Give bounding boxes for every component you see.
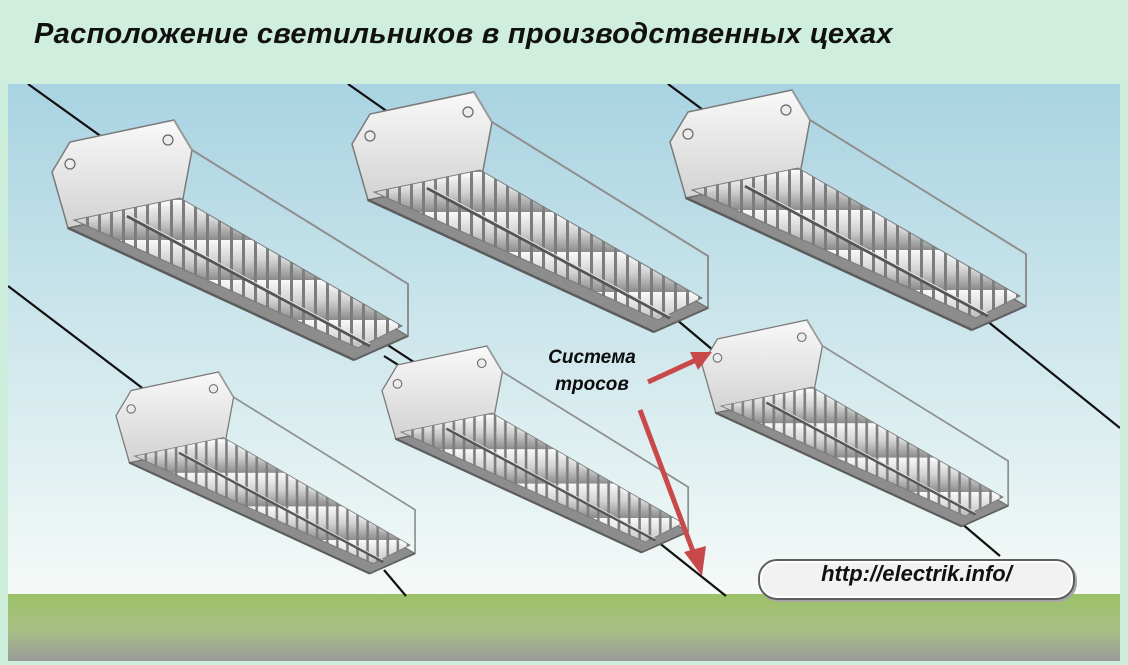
cable-4b [383,569,407,597]
title-bar: Расположение светильников в производстве… [0,0,1128,84]
label-line-1: Система [548,347,636,368]
arrow-to-upper-cable [646,357,698,385]
arrow-head-upper [690,352,712,370]
cable-4a [8,285,159,401]
site-url-badge[interactable]: http://electrik.info/ [758,559,1075,600]
arrow-head-lower [684,546,706,576]
cable-system [8,84,1120,597]
arrow-to-lower-cable [637,409,697,555]
diagram-title: Расположение светильников в производстве… [34,18,893,50]
floor [8,594,1120,661]
cable-3b [965,303,1120,429]
site-url-text: http://electrik.info/ [821,561,1012,586]
label-line-2: тросов [555,374,629,395]
workshop-illustration [8,84,1120,661]
annotation-arrows [637,352,712,576]
cable-system-label: Система тросов [534,344,650,398]
